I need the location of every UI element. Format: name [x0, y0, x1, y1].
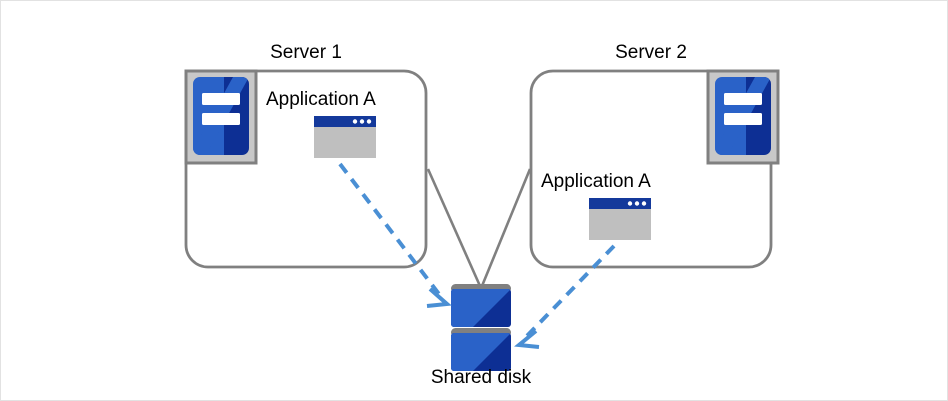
application-window-icon	[314, 116, 376, 158]
shared-disk-label: Shared disk	[430, 367, 532, 388]
server-1-application-label: Application A	[266, 89, 376, 110]
server-icon	[706, 69, 780, 165]
server-2-title: Server 2	[615, 42, 687, 63]
server1-to-disk-link	[426, 168, 482, 287]
server-2-application-label: Application A	[541, 171, 651, 192]
app2-access-arrow	[514, 244, 616, 349]
server-icon	[184, 69, 258, 165]
server-1-title: Server 1	[270, 42, 342, 63]
shared-disk-icon	[451, 284, 511, 371]
application-window-icon	[589, 198, 651, 240]
server-1-box	[184, 69, 428, 269]
app1-access-arrow	[338, 162, 452, 308]
server-2-box	[529, 69, 773, 269]
server2-to-disk-link	[480, 168, 532, 287]
